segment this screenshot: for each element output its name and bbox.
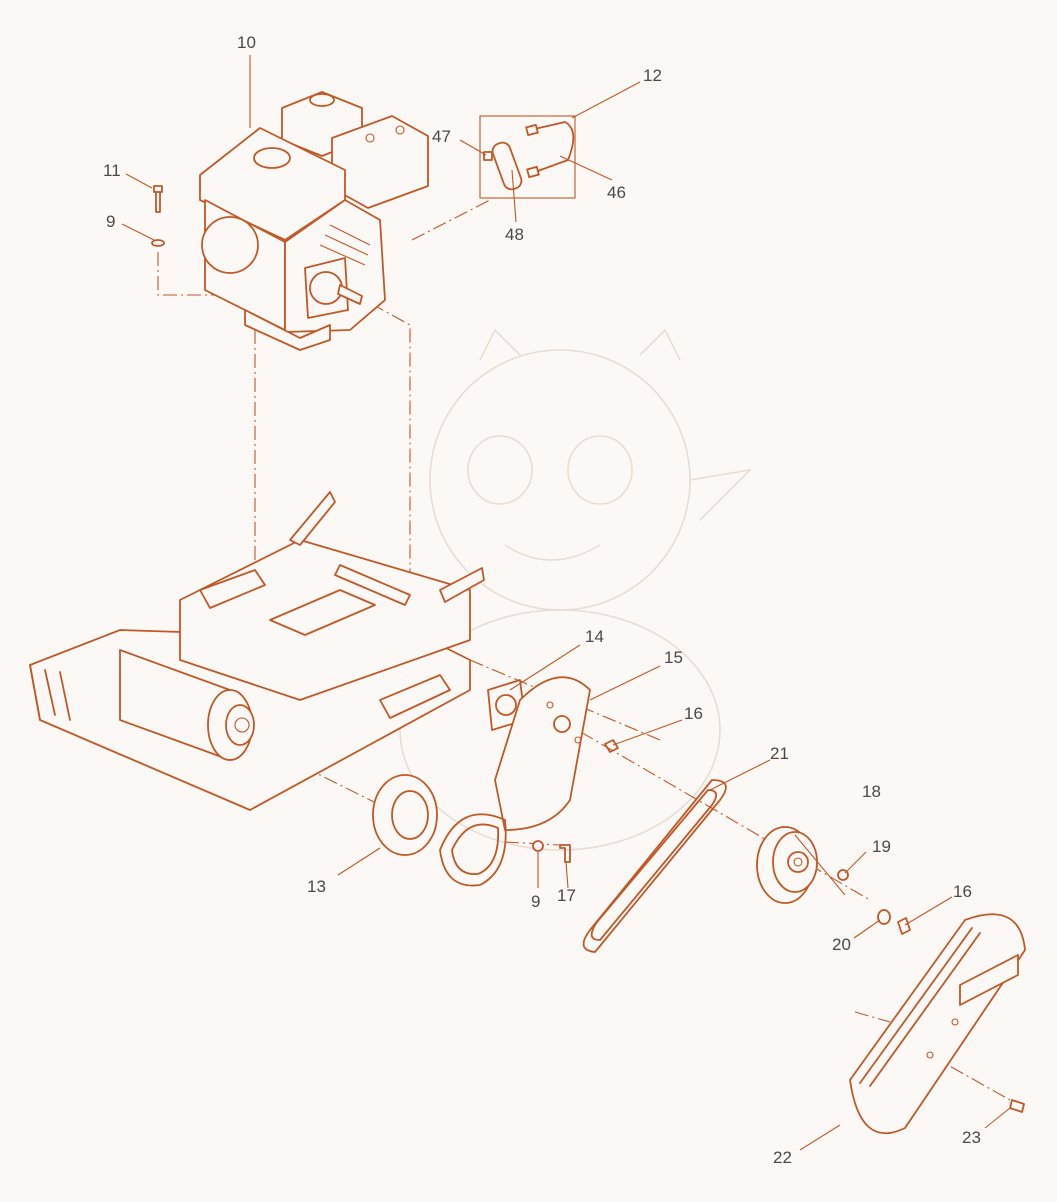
watermark (399, 328, 753, 851)
callout-21: 21 (770, 744, 789, 763)
pulley-fasteners (837, 869, 911, 935)
callout-47: 47 (432, 127, 451, 146)
callout-9-bracket: 9 (531, 892, 540, 911)
engine (199, 91, 429, 351)
callout-23: 23 (962, 1128, 981, 1147)
fuel-hose-kit (479, 115, 576, 199)
callout-20: 20 (832, 935, 851, 954)
clutch-pulley (756, 826, 818, 904)
callout-14: 14 (585, 627, 604, 646)
callout-22: 22 (773, 1148, 792, 1167)
callout-13: 13 (307, 877, 326, 896)
bolt-and-washer (151, 185, 165, 247)
callout-11: 11 (103, 161, 121, 180)
callout-19: 19 (872, 837, 891, 856)
v-belt (582, 779, 727, 953)
callout-17: 17 (557, 886, 576, 905)
belt-cover (849, 913, 1026, 1135)
callout-10: 10 (237, 33, 256, 52)
baseplate (29, 491, 485, 811)
callout-18: 18 (862, 782, 881, 801)
callout-9-engine: 9 (106, 212, 115, 231)
callout-labels: 10 11 9 12 47 46 48 14 15 16 21 18 19 16… (103, 33, 981, 1167)
bracket-hardware (532, 739, 619, 863)
callout-48: 48 (505, 225, 524, 244)
belt-guard-bracket (439, 676, 591, 887)
callout-46: 46 (607, 183, 626, 202)
leader-lines (121, 55, 1011, 1151)
callout-16-pulley: 16 (953, 882, 972, 901)
exciter-seal (372, 774, 438, 856)
callout-12: 12 (643, 66, 662, 85)
callout-16-bracket: 16 (684, 704, 703, 723)
callout-15: 15 (664, 648, 683, 667)
